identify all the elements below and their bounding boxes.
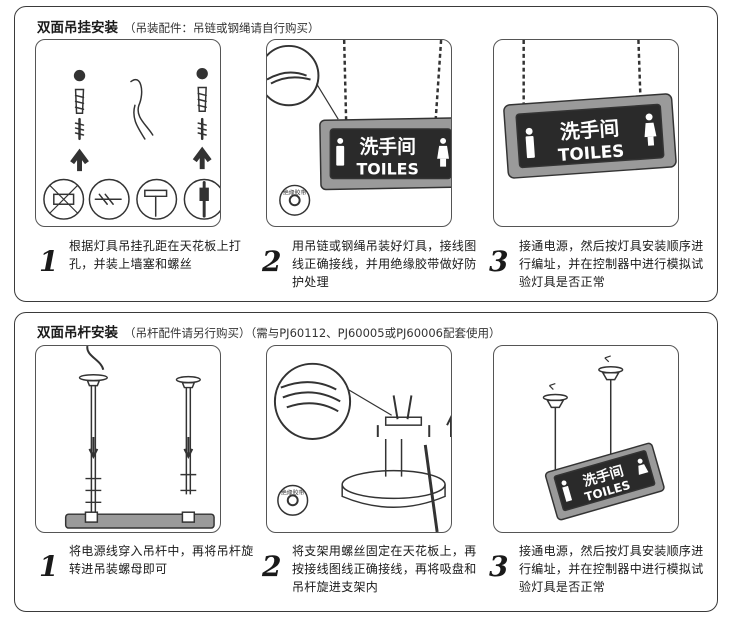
step-text: 将电源线穿入吊杆中，再将吊杆旋转进吊装螺母即可 — [69, 544, 254, 576]
sign-text-cn: 洗手间 — [559, 117, 620, 144]
chain-icon — [342, 40, 443, 128]
section-title: 双面吊挂安装 — [37, 20, 118, 36]
hammer-icon — [136, 178, 178, 220]
step-number: 1 — [39, 245, 59, 278]
step1-illustration — [35, 39, 221, 227]
rod-install-section: 双面吊杆安装 （吊杆配件请另行购买）（需与PJ60112、PJ60005或PJ60… — [14, 312, 718, 612]
step-text: 接通电源，然后按灯具安装顺序进行编址，并在控制器中进行模拟试验灯具是否正常 — [519, 544, 704, 594]
section-note: （吊装配件：吊链或钢绳请自行购买） — [124, 21, 320, 35]
sign-text-en: TOILES — [557, 140, 624, 165]
step3-rod-illustration: 洗手间 TOILES — [493, 345, 679, 533]
step-1: 1 根据灯具吊挂孔距在天花板上打孔，并装上墙塞和螺丝 — [39, 235, 259, 297]
step-text: 根据灯具吊挂孔距在天花板上打孔，并装上墙塞和螺丝 — [69, 239, 242, 271]
no-drill-icon — [43, 178, 85, 220]
section-title: 双面吊杆安装 — [37, 325, 118, 341]
hanging-install-section: 双面吊挂安装 （吊装配件：吊链或钢绳请自行购买） — [14, 6, 718, 302]
tape-label: 绝缘胶带 — [281, 488, 305, 496]
sign-text-en: TOILES — [356, 160, 418, 179]
insulation-tape-icon — [279, 184, 311, 216]
tape-label: 绝缘胶带 — [283, 188, 307, 196]
step-text: 将支架用螺丝固定在天花板上，再按接线图线正确接线，再将吸盘和吊杆旋进支架内 — [292, 544, 477, 594]
step-number: 3 — [489, 245, 509, 278]
step-number: 2 — [262, 550, 282, 583]
insulation-tape-icon — [277, 484, 309, 516]
screw-icon — [74, 117, 85, 141]
screwdriver-icon — [183, 178, 220, 220]
section-title-row: 双面吊杆安装 （吊杆配件请另行购买）（需与PJ60112、PJ60005或PJ60… — [37, 321, 500, 341]
ceiling-canopy-icon — [78, 373, 108, 387]
step-3: 3 接通电源，然后按灯具安装顺序进行编址，并在控制器中进行模拟试验灯具是否正常 — [489, 235, 709, 297]
step-number: 2 — [262, 245, 282, 278]
section-note: （吊杆配件请另行购买）（需与PJ60112、PJ60005或PJ60006配套使… — [124, 326, 501, 340]
sign-text-cn: 洗手间 — [360, 135, 416, 158]
woman-icon — [437, 137, 450, 167]
step-2: 2 将支架用螺丝固定在天花板上，再按接线图线正确接线，再将吸盘和吊杆旋进支架内 — [262, 540, 482, 602]
wire-icon — [130, 78, 154, 140]
step-text: 接通电源，然后按灯具安装顺序进行编址，并在控制器中进行模拟试验灯具是否正常 — [519, 239, 704, 289]
step-number: 3 — [489, 550, 509, 583]
man-icon — [336, 137, 345, 166]
drill-icon — [88, 178, 130, 220]
step-1: 1 将电源线穿入吊杆中，再将吊杆旋转进吊装螺母即可 — [39, 540, 259, 602]
step2-bracket-illustration: 绝缘胶带 — [266, 345, 452, 533]
step-number: 1 — [39, 550, 59, 583]
section-title-row: 双面吊挂安装 （吊装配件：吊链或钢绳请自行购买） — [37, 16, 320, 36]
arrow-up-icon — [70, 148, 89, 172]
anchor-icon — [73, 69, 86, 114]
step-2: 2 用吊链或钢绳吊装好灯具，接线图线正确接线，并用绝缘胶带做好防护处理 — [262, 235, 482, 297]
step3-illustration: 洗手间 TOILES — [493, 39, 679, 227]
step2-illustration: 洗手间 TOILES 绝缘胶带 — [266, 39, 452, 227]
step-text: 用吊链或钢绳吊装好灯具，接线图线正确接线，并用绝缘胶带做好防护处理 — [292, 239, 477, 289]
step1-rod-illustration — [35, 345, 221, 533]
step-3: 3 接通电源，然后按灯具安装顺序进行编址，并在控制器中进行模拟试验灯具是否正常 — [489, 540, 709, 602]
